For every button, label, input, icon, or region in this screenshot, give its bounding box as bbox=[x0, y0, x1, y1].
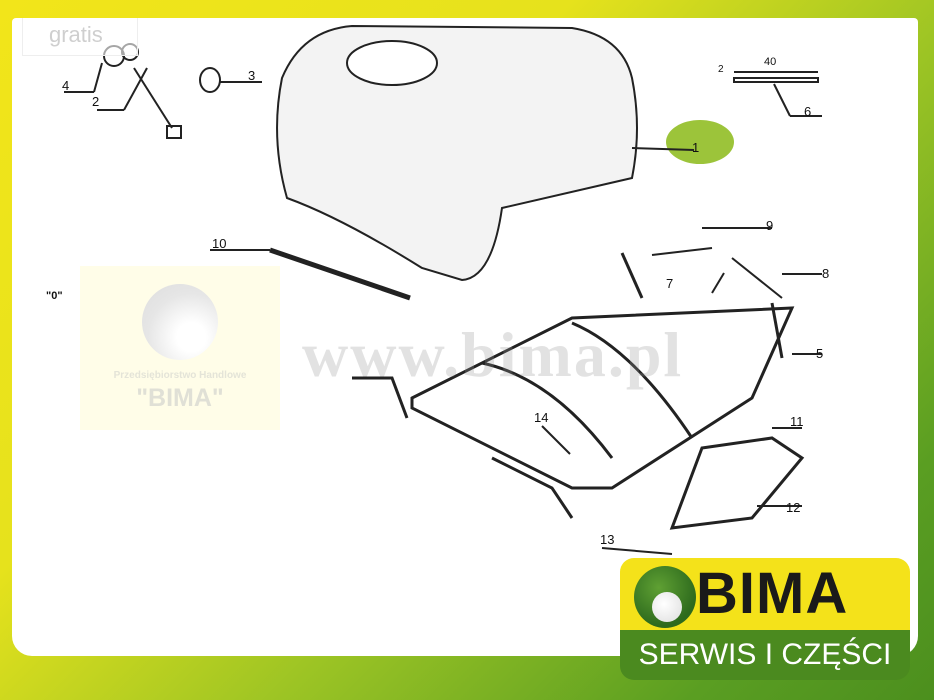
company-name: "BIMA" bbox=[136, 384, 224, 412]
company-line: Przedsiębiorstwo Handlowe bbox=[113, 370, 247, 381]
part-label-2: 2 bbox=[92, 94, 100, 109]
frame-part-5 bbox=[352, 252, 805, 530]
part-label-11: 11 bbox=[790, 414, 804, 429]
part-label-4: 4 bbox=[62, 78, 70, 93]
gratis-watermark: gratis bbox=[22, 18, 138, 56]
part-label-9: 9 bbox=[766, 218, 774, 233]
part-1-highlight bbox=[666, 120, 734, 164]
dimension-length: 40 bbox=[764, 56, 777, 68]
part-label-7: 7 bbox=[666, 276, 674, 291]
part-label-3: 3 bbox=[248, 68, 256, 83]
part-label-5: 5 bbox=[816, 346, 824, 361]
view-label: "0" bbox=[46, 290, 63, 302]
dimension-thickness: 2 bbox=[718, 64, 724, 75]
diagram-sheet: gratis Przedsiębiorstwo Handlowe "BIMA" … bbox=[12, 18, 918, 656]
fuel-tank bbox=[276, 24, 638, 282]
part-label-8: 8 bbox=[822, 266, 830, 281]
part-label-13: 13 bbox=[600, 532, 615, 547]
ball-logo-icon bbox=[142, 284, 218, 360]
part-label-1: 1 bbox=[692, 140, 700, 155]
part-label-10: 10 bbox=[212, 236, 227, 251]
site-watermark: www.bima.pl bbox=[302, 319, 684, 390]
part-label-14: 14 bbox=[534, 410, 549, 425]
bima-logo: BIMA SERWIS I CZĘŚCI bbox=[620, 558, 910, 680]
logo-tagline: SERWIS I CZĘŚCI bbox=[620, 630, 910, 680]
ball-logo-icon bbox=[634, 566, 696, 628]
part-label-6: 6 bbox=[804, 104, 812, 119]
part-label-12: 12 bbox=[786, 500, 801, 515]
logo-brand: BIMA bbox=[696, 561, 849, 626]
company-watermark: Przedsiębiorstwo Handlowe "BIMA" bbox=[80, 266, 280, 430]
parts-drawing bbox=[64, 24, 822, 555]
